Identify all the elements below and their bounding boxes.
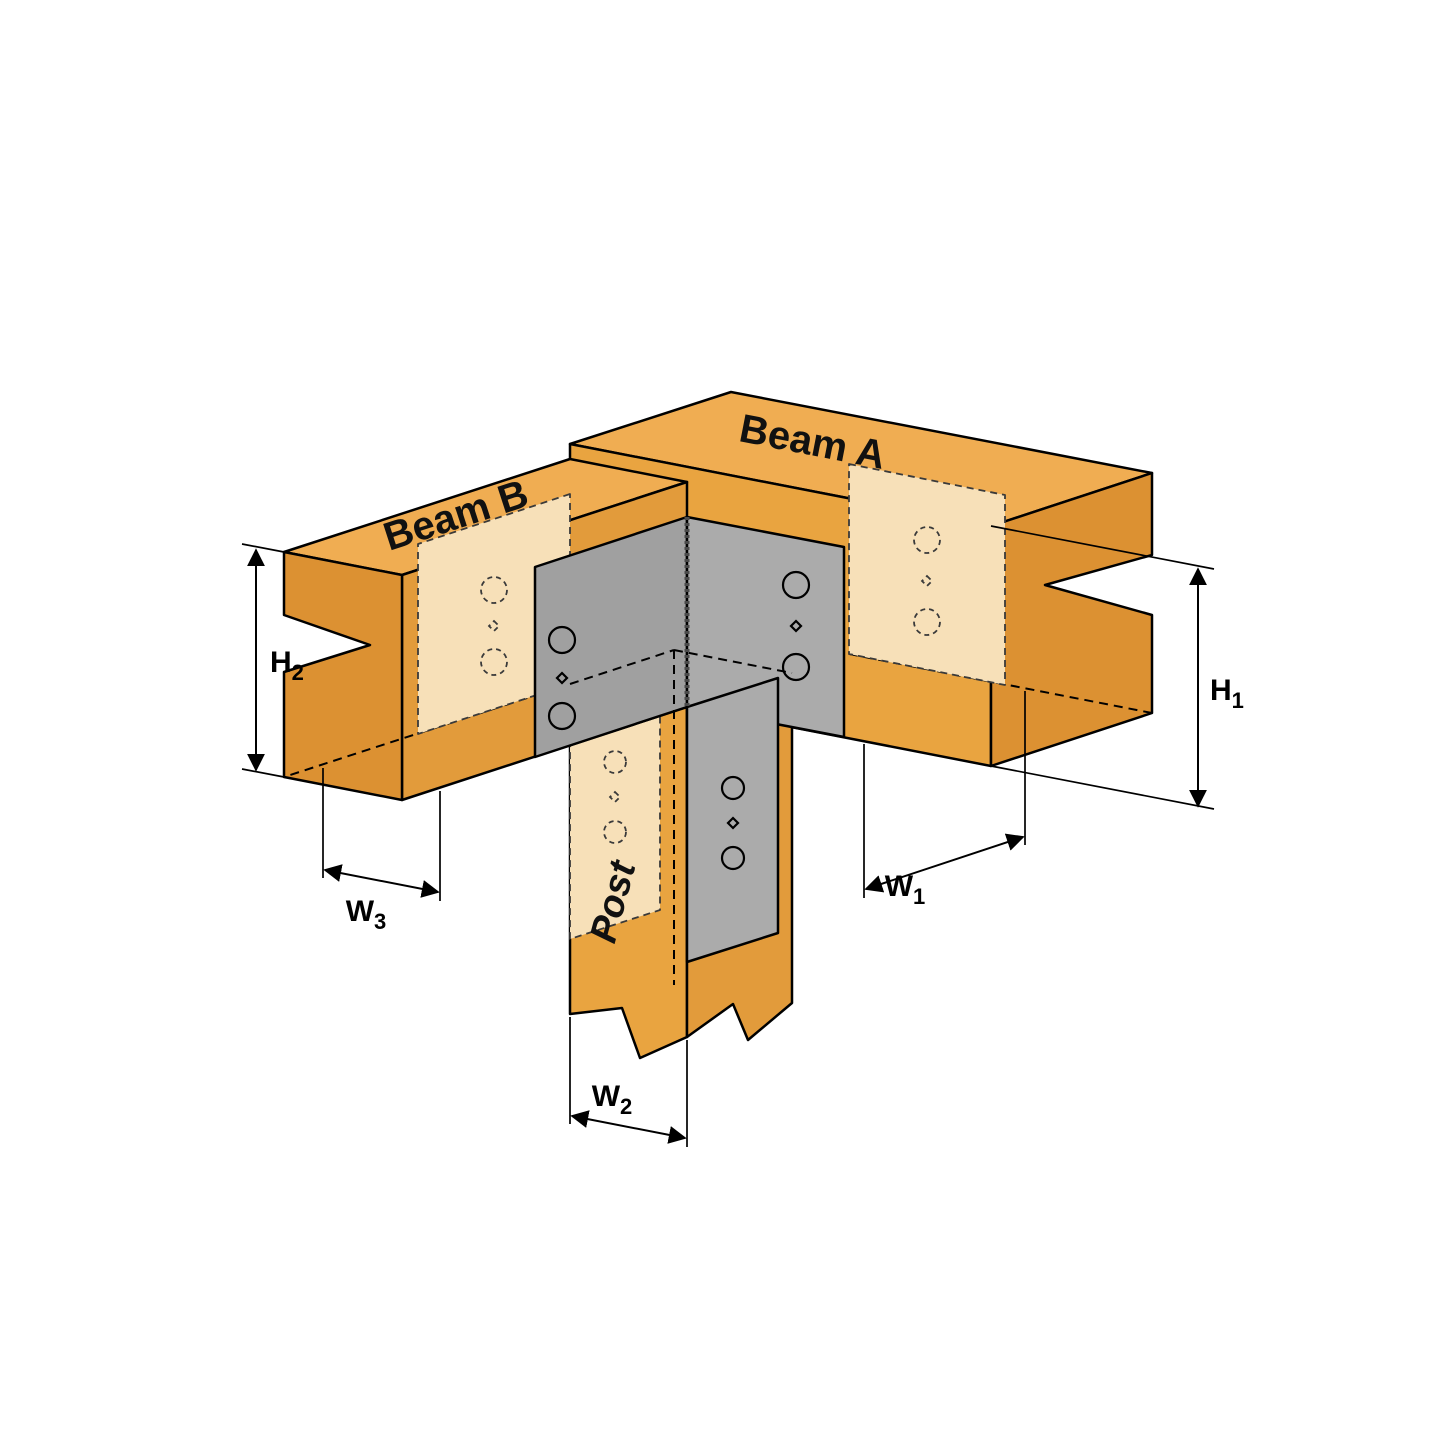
cap-bolt-hole: [547, 701, 577, 731]
cap-bolt-hole: [781, 570, 811, 600]
cap-nail-hole: [555, 671, 569, 685]
post-hidden-top-edge: [569, 649, 675, 685]
beam-b-hidden-bolt-hole: [480, 648, 508, 676]
beam-b-hidden-bolt-hole: [480, 576, 508, 604]
beam-a-hidden-nail-hole: [920, 574, 934, 588]
dim-label-h1: H1: [1210, 674, 1244, 713]
beam-a-break-end-face: [989, 471, 1154, 768]
beam-b-break-end-face: [282, 550, 404, 802]
dimension-h2: H2: [241, 543, 304, 778]
beam-a-hidden-strap: [848, 463, 1006, 686]
post-hidden-nail-hole: [608, 790, 622, 804]
strap-bolt-hole: [720, 845, 746, 871]
beam-b-hidden-nail-hole: [487, 619, 501, 633]
cap-bolt-hole: [781, 652, 811, 682]
strap-nail-hole: [726, 816, 740, 830]
post-hidden-bolt-hole: [603, 820, 627, 844]
cap-bolt-hole: [547, 625, 577, 655]
post-hidden-top-edge: [673, 649, 793, 674]
dim-label-w3: W3: [346, 895, 387, 934]
cap-nail-hole: [789, 619, 803, 633]
dim-label-w1: W1: [885, 870, 926, 909]
post-hidden-bolt-hole: [603, 750, 627, 774]
dimension-w3: W3: [322, 768, 441, 934]
dim-label-w2: W2: [592, 1080, 633, 1119]
beam-a-hidden-bolt-hole: [913, 526, 941, 554]
dimension-w1: W1: [863, 691, 1026, 909]
dim-label-h2: H2: [270, 646, 304, 685]
beam-a-hidden-bolt-hole: [913, 608, 941, 636]
dimension-w2: W2: [569, 1017, 688, 1147]
dimension-h1: H1: [990, 525, 1244, 810]
strap-bolt-hole: [720, 775, 746, 801]
beam-b-hidden-strap: [417, 493, 571, 735]
